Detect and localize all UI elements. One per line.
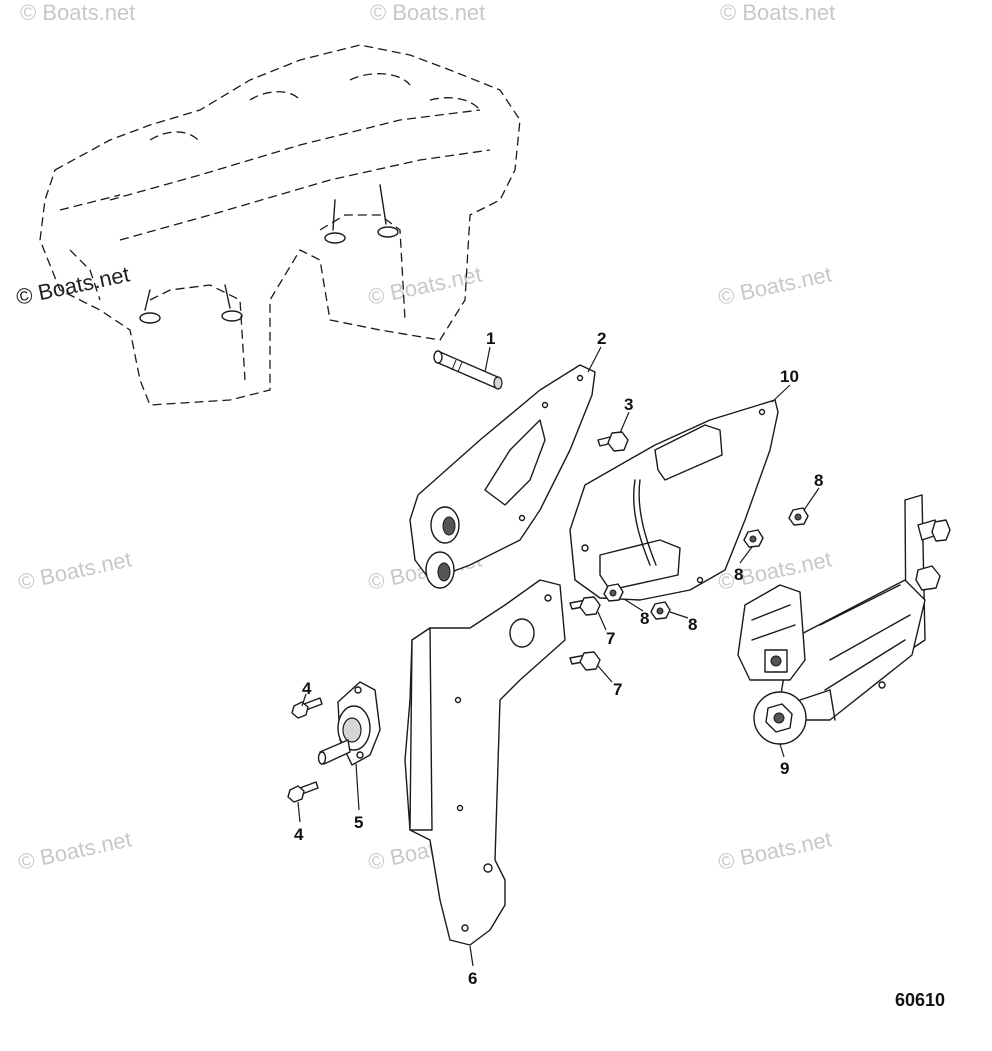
- callout-labels: 1 2 3 10 8 8 8 8 7 7 4 4 5 9 6: [294, 329, 823, 988]
- bolt-part-4-lower: [287, 781, 319, 803]
- watermark: © Boats.net: [20, 0, 135, 25]
- callout-label: 8: [814, 471, 823, 490]
- bolt-part-8-a: [603, 583, 624, 602]
- bracket-part-2: [409, 364, 596, 589]
- watermark: © Boats.net: [370, 0, 485, 25]
- watermark: © Boats.net: [16, 826, 134, 874]
- bolt-part-8-b: [650, 601, 671, 620]
- intake-manifold: [39, 44, 521, 406]
- watermark: © Boats.net: [716, 826, 834, 874]
- callout-label: 1: [486, 329, 495, 348]
- callout-label: 8: [688, 615, 697, 634]
- figure-number: 60610: [895, 990, 945, 1010]
- bolt-part-3: [597, 431, 629, 452]
- sensor-part-5: [317, 681, 381, 766]
- watermark: © Boats.net: [716, 261, 834, 309]
- callout-label: 6: [468, 969, 477, 988]
- bolt-part-8-c: [743, 529, 764, 548]
- watermark-dark: © Boats.net: [14, 261, 132, 309]
- bolt-part-8-d: [788, 507, 809, 526]
- bracket-part-6: [404, 579, 566, 946]
- callout-label: 5: [354, 813, 363, 832]
- actuator-part-9: [737, 494, 951, 745]
- bolt-part-7-lower: [569, 651, 601, 671]
- plate-part-10: [569, 399, 779, 601]
- callout-label: 7: [613, 680, 622, 699]
- callout-label: 8: [640, 609, 649, 628]
- bolt-part-4-upper: [291, 697, 323, 719]
- callout-label: 7: [606, 629, 615, 648]
- watermark: © Boats.net: [720, 0, 835, 25]
- callout-label: 3: [624, 395, 633, 414]
- callout-label: 10: [780, 367, 799, 386]
- leader-lines: [297, 346, 820, 967]
- callout-label: 8: [734, 565, 743, 584]
- callout-label: 9: [780, 759, 789, 778]
- callout-label: 4: [302, 679, 312, 698]
- bolt-part-7-upper: [569, 596, 601, 616]
- callout-label: 4: [294, 825, 304, 844]
- callout-label: 2: [597, 329, 606, 348]
- watermark: © Boats.net: [16, 546, 134, 594]
- stud-part-1: [433, 350, 503, 390]
